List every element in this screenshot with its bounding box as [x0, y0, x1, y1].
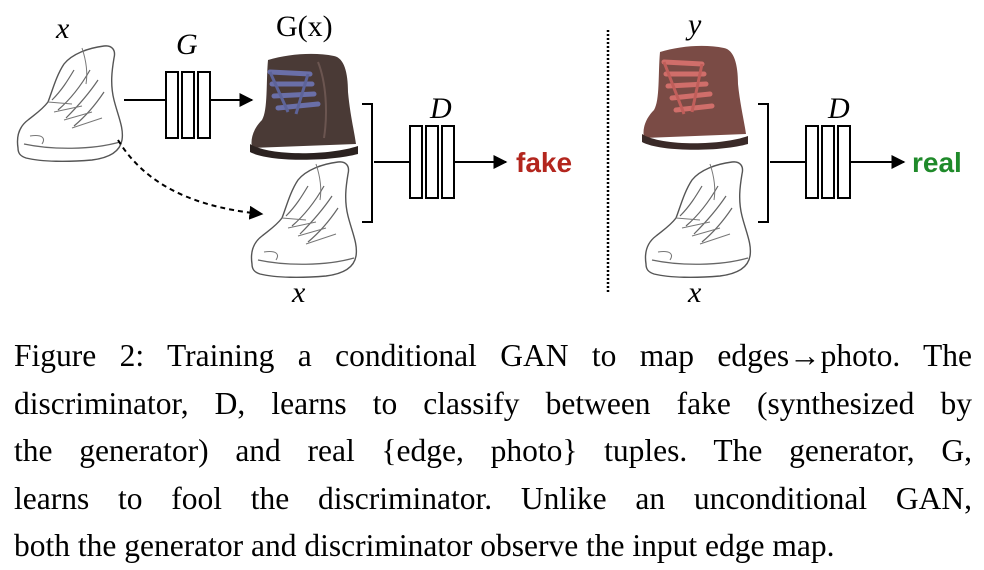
generator-network-icon — [124, 71, 254, 139]
generated-boot-photo — [250, 53, 358, 160]
discriminator-network-icon-right — [770, 125, 906, 199]
fake-label: fake — [516, 147, 572, 178]
caption-line: both the generator and discriminator obs… — [14, 528, 835, 563]
real-label: real — [912, 147, 962, 178]
real-boot-photo — [642, 45, 748, 150]
discriminator-label-right: D — [827, 92, 850, 125]
gan-training-diagram: x G G(x) x D fake y x — [16, 8, 962, 309]
x-label-bottom-left: x — [291, 276, 306, 309]
caption-line: learns to fool the discriminator. Unlike… — [14, 480, 972, 516]
caption-line: the generator) and real {edge, photo} tu… — [14, 433, 972, 468]
x-label-input: x — [55, 12, 70, 45]
x-label-bottom-right: x — [687, 276, 702, 309]
caption-line: Figure 2: Training a conditional GAN to … — [14, 338, 972, 373]
discriminator-network-icon-left — [374, 125, 508, 199]
generator-label: G — [176, 28, 198, 61]
caption-line: discriminator, D, learns to classify bet… — [14, 385, 972, 421]
edge-map-shoe-icon — [16, 45, 124, 163]
g-of-x-label: G(x) — [276, 10, 333, 43]
edge-map-shoe-icon-right — [644, 161, 752, 279]
figure-caption: Figure 2: Training a conditional GAN to … — [14, 332, 972, 570]
discriminator-label-left: D — [429, 92, 452, 125]
y-label: y — [685, 8, 702, 41]
edge-map-shoe-icon-copy — [250, 161, 358, 279]
